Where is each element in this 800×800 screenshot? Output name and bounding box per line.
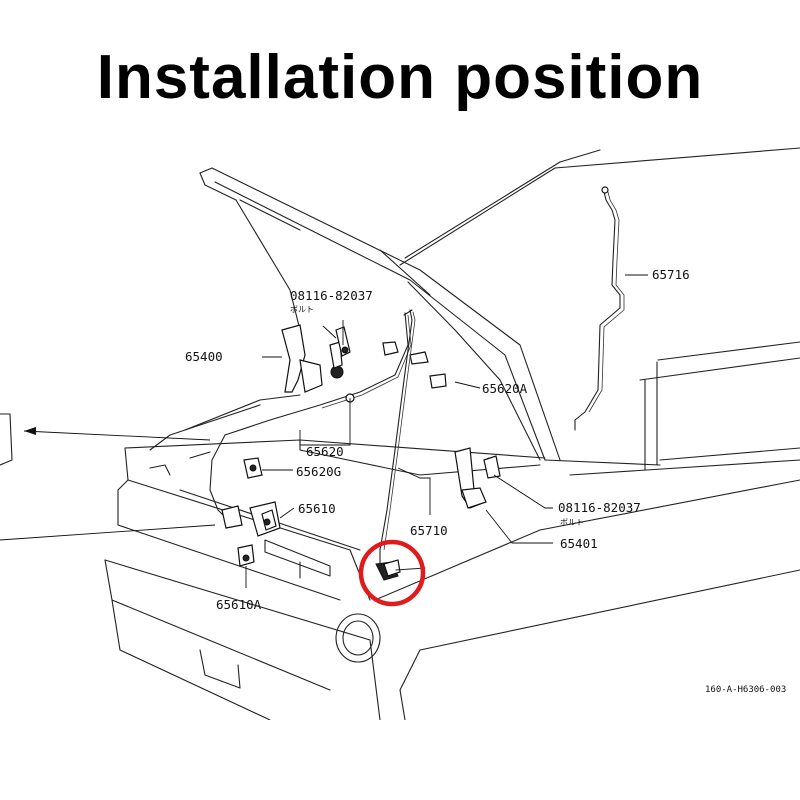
hood-panel <box>199 167 561 461</box>
label-stay-rod: 65710 <box>410 523 448 538</box>
label-hinge-clip: 65620A <box>482 381 528 396</box>
label-bolt-upper: 08116-82037 <box>290 288 373 303</box>
hood-diagram: 08116-82037 ボルト 65400 65716 65620A 65620… <box>0 130 800 721</box>
label-bolt-right: 08116-82037 <box>558 500 641 515</box>
hood-stay-upper-rod <box>574 186 625 431</box>
label-hinge-left: 65400 <box>185 349 223 364</box>
page-title: Installation position <box>96 43 704 112</box>
label-bolt-upper-kana: ボルト <box>290 305 314 314</box>
highlight-circle <box>358 539 426 607</box>
hood-release-cable <box>209 312 429 521</box>
label-ref-code: 160-A-H6306-003 <box>705 685 786 695</box>
hood-stay-grommet <box>375 559 426 581</box>
hood-hinge-left <box>281 324 344 393</box>
label-cable: 65620 <box>306 444 344 459</box>
label-clip-lower: 65620G <box>296 464 341 479</box>
cable-clip-65620a <box>429 373 447 389</box>
label-hinge-right: 65401 <box>560 536 598 551</box>
part-labels: 08116-82037 ボルト 65400 65716 65620A 65620… <box>185 267 786 695</box>
hood-hinge-right <box>454 447 501 509</box>
label-stay-upper: 65716 <box>652 267 690 282</box>
hood-stay-rod <box>379 309 416 566</box>
hood-lock <box>221 501 281 537</box>
cable-clip-65620g <box>243 457 263 479</box>
car-body-outline <box>0 147 800 721</box>
hood-lock-lower <box>237 544 255 588</box>
label-lock: 65610 <box>298 501 336 516</box>
label-lock-a: 65610A <box>216 597 262 612</box>
leader-lines <box>0 274 648 544</box>
label-bolt-right-kana: ボルト <box>560 518 584 527</box>
bolt-upper <box>322 320 351 357</box>
